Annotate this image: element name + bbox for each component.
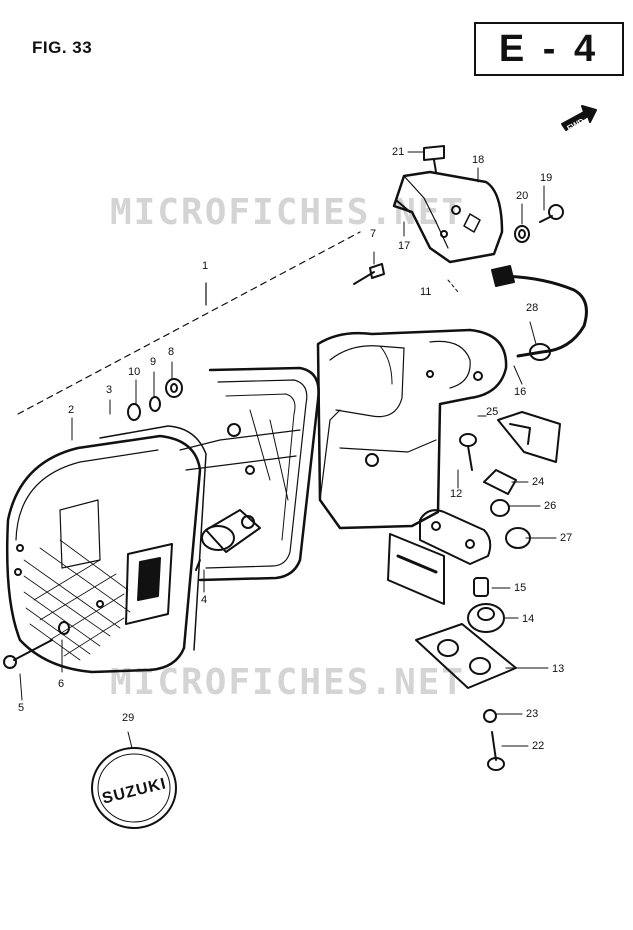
callout-21: 21 <box>392 146 405 158</box>
watermark: MICROFICHES.NET <box>110 662 466 703</box>
license-plate-bracket <box>387 533 445 605</box>
washer <box>483 709 497 723</box>
rubber-cushion <box>467 603 505 633</box>
bolt <box>539 204 564 223</box>
bolt <box>487 731 505 771</box>
leader-lines <box>19 151 557 749</box>
sheet-code-box: E - 4 <box>474 22 624 76</box>
figure-title: FIG. 33 <box>32 38 93 57</box>
lamp-housing <box>179 366 320 582</box>
callout-19: 19 <box>540 172 553 184</box>
nut-washer-set <box>127 378 183 421</box>
rear-reflector-bracket <box>497 411 561 463</box>
callout-9: 9 <box>150 356 157 368</box>
bulb-socket <box>195 509 261 571</box>
fender-bracket <box>392 170 504 264</box>
lens-screw <box>3 639 53 669</box>
callout-12: 12 <box>450 488 463 500</box>
callout-20: 20 <box>516 190 529 202</box>
mounting-plate <box>419 509 492 565</box>
damper-plate <box>415 623 517 689</box>
spacer <box>483 469 517 495</box>
washer <box>514 225 530 243</box>
sheet-code: E - 4 <box>498 28 600 70</box>
callout-29: 29 <box>122 712 135 724</box>
callout-22: 22 <box>532 740 545 752</box>
lens-gasket <box>99 425 207 651</box>
callout-3: 3 <box>106 384 113 396</box>
assembly-bracket <box>17 231 361 415</box>
washer <box>58 621 70 635</box>
callout-13: 13 <box>552 663 565 675</box>
bolt <box>353 263 385 285</box>
callout-7: 7 <box>370 228 377 240</box>
washer <box>490 499 510 517</box>
callout-18: 18 <box>472 154 485 166</box>
callout-25: 25 <box>486 406 499 418</box>
callout-11: 11 <box>420 286 432 298</box>
collar <box>473 577 489 597</box>
callout-10: 10 <box>128 366 141 378</box>
callout-2: 2 <box>68 404 75 416</box>
callout-26: 26 <box>544 500 557 512</box>
callout-17: 17 <box>398 240 411 252</box>
callout-5: 5 <box>18 702 25 714</box>
callout-28: 28 <box>526 302 539 314</box>
callout-23: 23 <box>526 708 539 720</box>
suzuki-emblem <box>91 747 177 829</box>
screw <box>423 145 445 173</box>
lamp-bracket <box>316 328 508 530</box>
callout-24: 24 <box>532 476 545 488</box>
emblem-text: SUZUKI <box>100 775 168 807</box>
callout-16: 16 <box>514 386 527 398</box>
tail-lamp-lens <box>5 434 202 674</box>
callout-8: 8 <box>168 346 175 358</box>
bolt <box>459 433 477 471</box>
callout-4: 4 <box>201 594 208 606</box>
callout-6: 6 <box>58 678 65 690</box>
callout-14: 14 <box>522 613 535 625</box>
callout-1: 1 <box>202 260 209 272</box>
callout-15: 15 <box>514 582 527 594</box>
wire-harness <box>491 265 588 361</box>
forward-arrow-icon <box>561 105 597 131</box>
callout-27: 27 <box>560 532 573 544</box>
